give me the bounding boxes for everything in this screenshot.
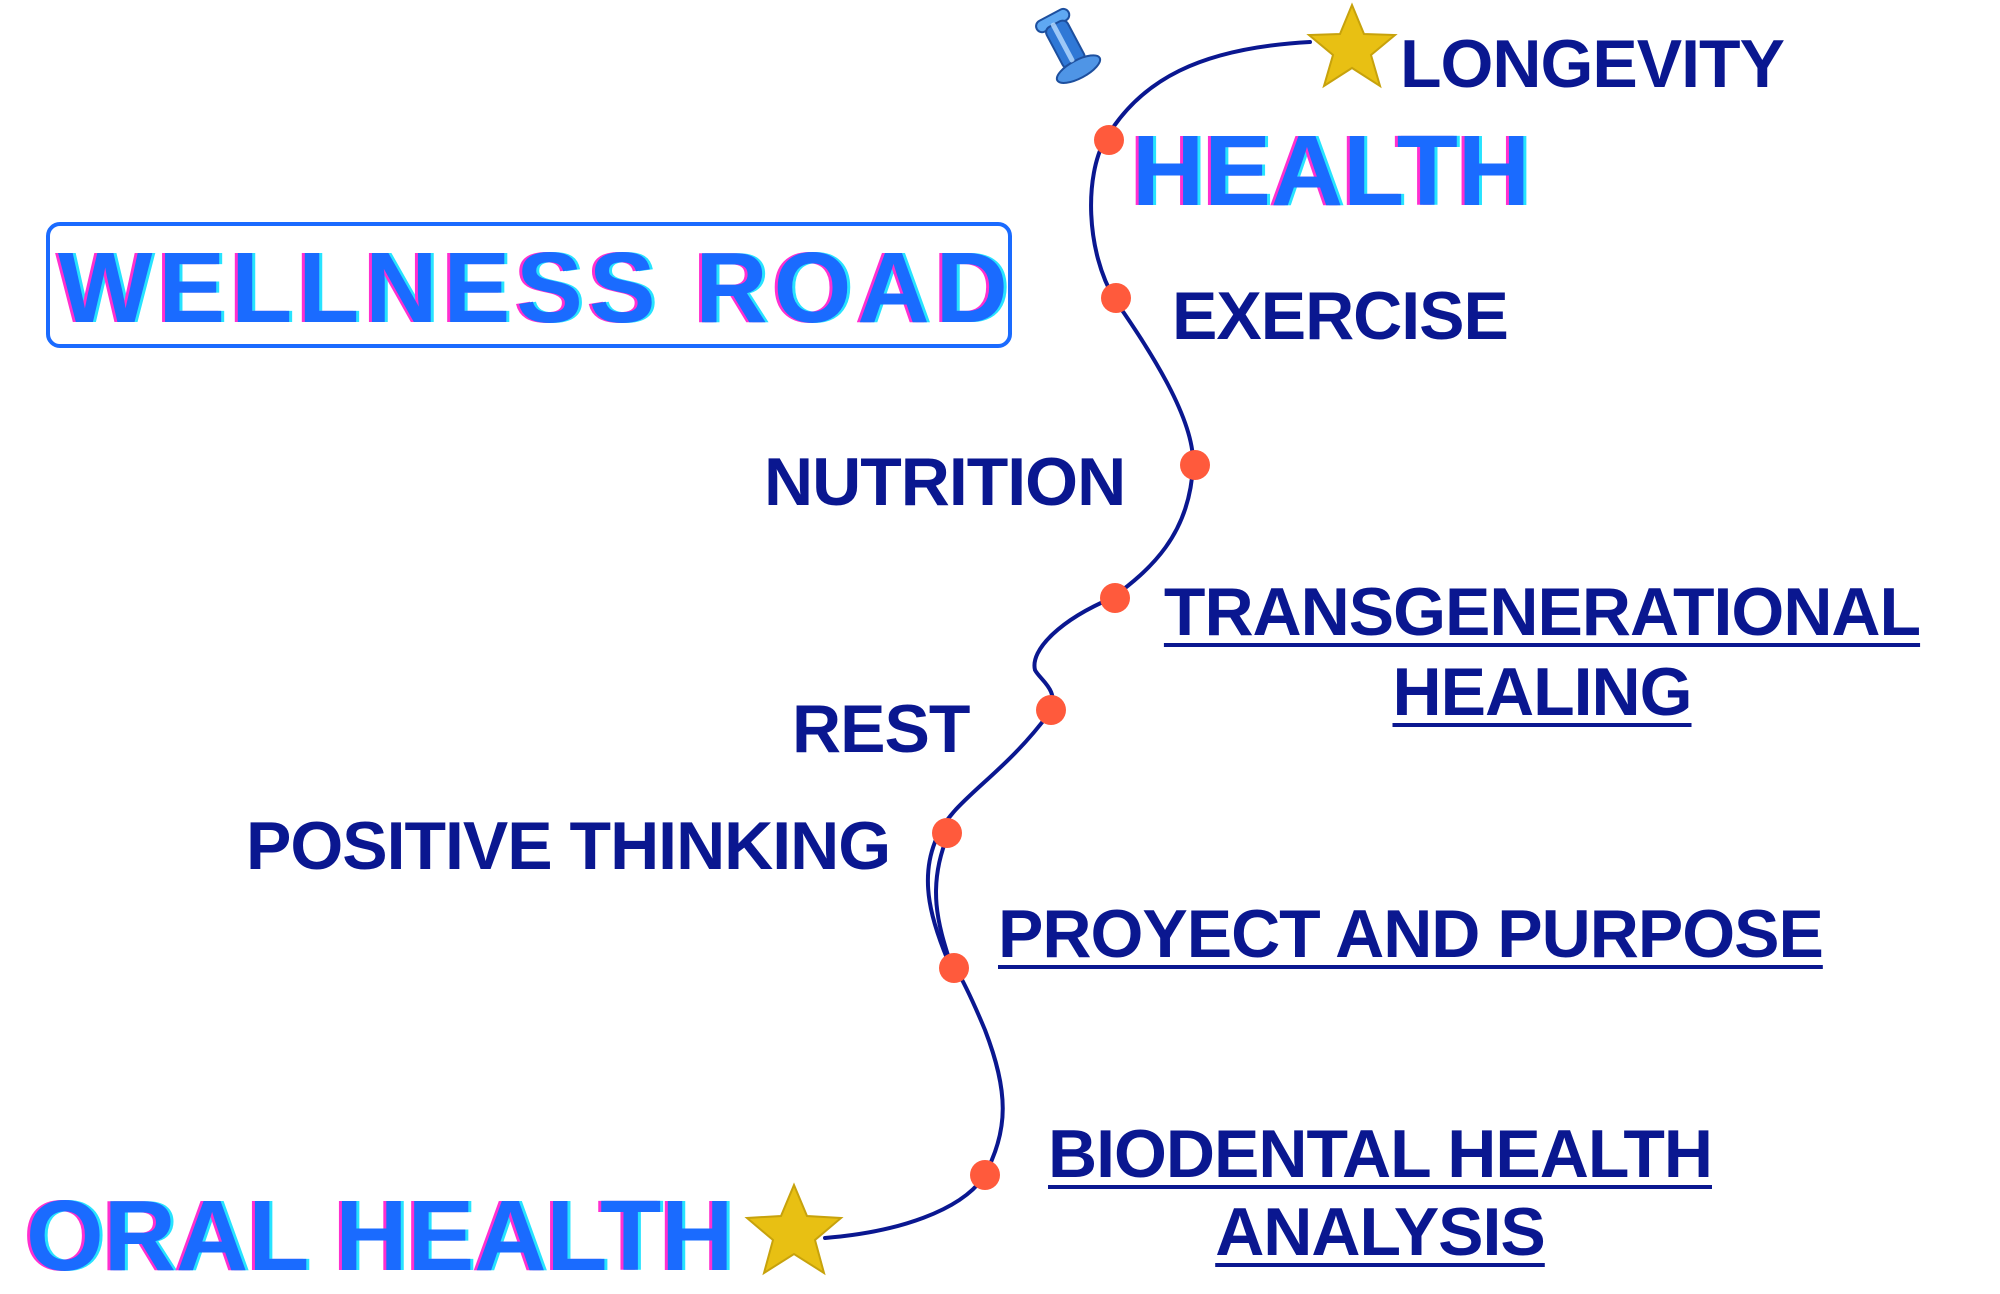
milestone-label-line: BIODENTAL HEALTH — [1048, 1116, 1713, 1192]
milestone-link-biodental[interactable]: BIODENTAL HEALTH ANALYSIS — [1030, 1120, 1730, 1266]
pushpin-icon — [1035, 7, 1102, 84]
milestone-label-rest: REST — [792, 691, 970, 767]
road-path-lower — [934, 833, 954, 970]
milestone-dot — [1036, 695, 1066, 725]
milestone-dot — [1101, 283, 1131, 313]
milestone-dot — [1180, 450, 1210, 480]
star-icon — [744, 1182, 844, 1276]
start-label-oral-health: ORAL HEALTH — [26, 1180, 734, 1292]
milestone-label-line: TRANSGENERATIONAL — [1163, 574, 1921, 650]
end-label-health: HEALTH — [1132, 115, 1531, 227]
milestone-dot — [1100, 583, 1130, 613]
title-frame — [46, 222, 1012, 348]
milestone-label-line: ANALYSIS — [1215, 1194, 1546, 1270]
milestone-dot — [970, 1160, 1000, 1190]
star-icon — [1306, 2, 1398, 89]
milestone-link-proyect-purpose[interactable]: PROYECT AND PURPOSE — [998, 896, 1824, 972]
milestone-label-positive-thinking: POSITIVE THINKING — [246, 808, 891, 884]
milestone-label-exercise: EXERCISE — [1172, 278, 1509, 354]
milestone-dot — [1094, 125, 1124, 155]
milestone-link-transgenerational[interactable]: TRANSGENERATIONAL HEALING — [1152, 578, 1932, 726]
milestone-label-line: HEALING — [1392, 654, 1693, 730]
milestone-label-nutrition: NUTRITION — [764, 444, 1126, 520]
milestone-dot — [939, 953, 969, 983]
milestone-dot — [932, 818, 962, 848]
goal-label-longevity: LONGEVITY — [1400, 26, 1785, 102]
page-title: WELLNESS ROAD — [58, 232, 1014, 344]
road-path — [823, 40, 1312, 1240]
